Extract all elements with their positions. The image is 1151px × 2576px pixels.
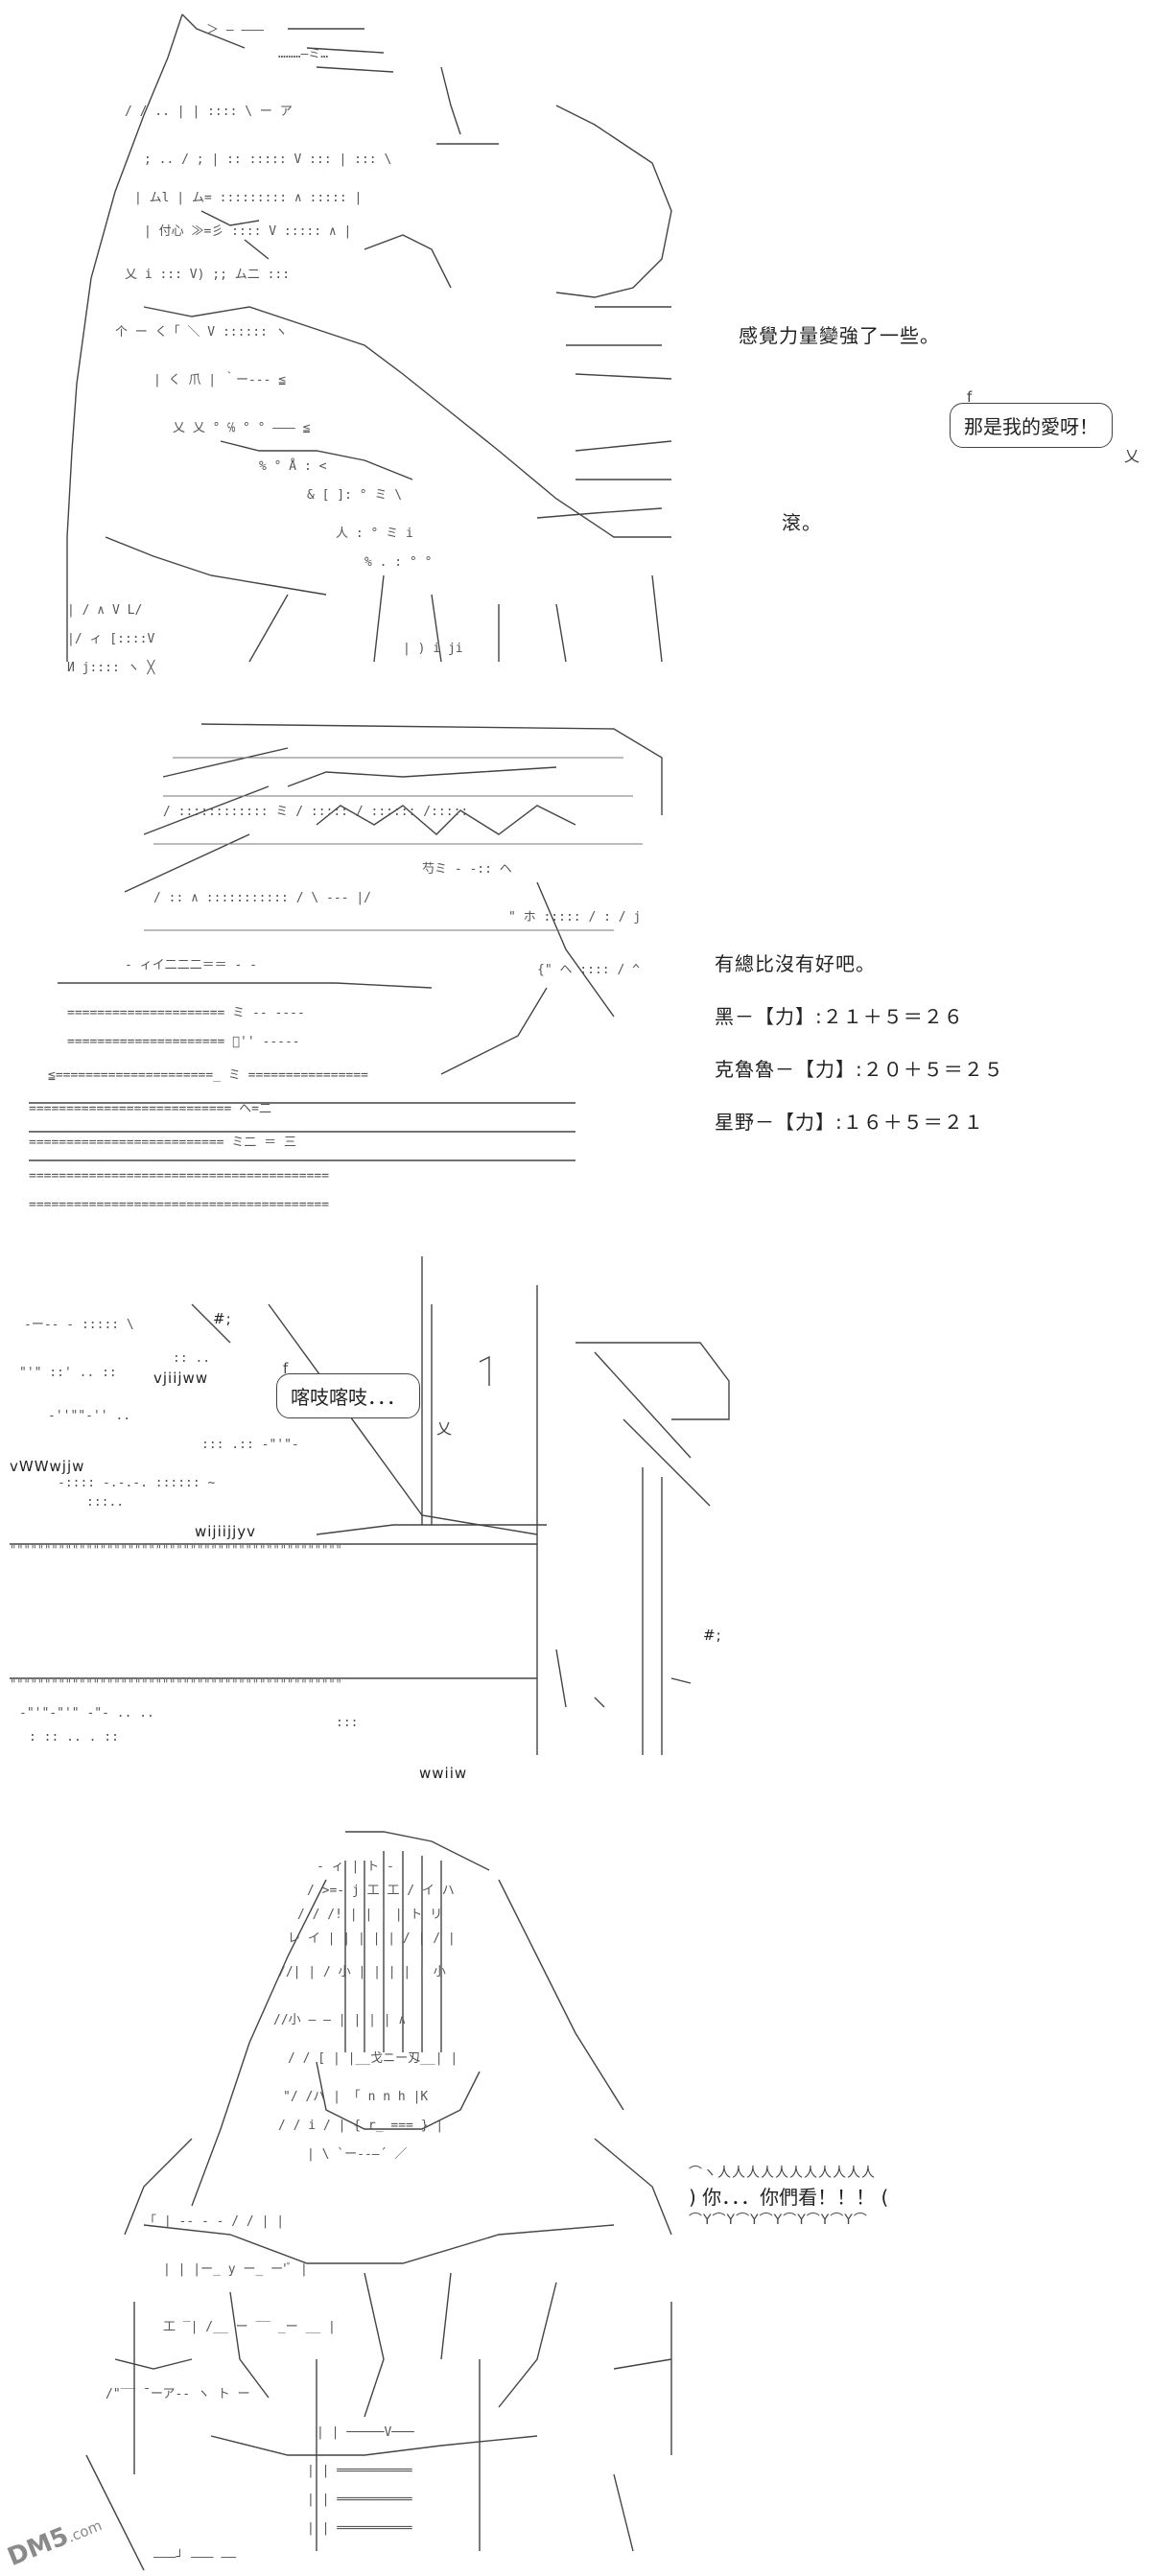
panel-2: / :::::::::::: ミ / ::::: / :::::: /:::::… (0, 700, 1151, 1256)
svg-text:-"'"-"'" -"- .. ..: -"'"-"'" -"- .. .. (19, 1706, 154, 1721)
svg-text:个 ー く「 ＼ V :::::: ヽ: 个 ー く「 ＼ V :::::: ヽ (115, 325, 288, 340)
svg-text:| ) i ji: | ) i ji (403, 642, 463, 656)
svg-text:レ イ | | | | | / | / |: レ イ | | | | | / | / | (288, 1932, 456, 1946)
shout-spikes-top: ⌒ヽ人人人人人人人人人人人 (689, 2166, 876, 2181)
svg-text:"'" ::' .. ::: "'" ::' .. :: (19, 1366, 117, 1380)
svg-text:人 : ° ミ i: 人 : ° ミ i (336, 527, 413, 541)
svg-text:===================== ﾞ'' ----: ===================== ﾞ'' ----- (67, 1035, 300, 1049)
aside-text: 滾。 (782, 511, 822, 534)
svg-text:≦=====================_ ミ ====: ≦=====================_ ミ ==============… (48, 1068, 368, 1083)
svg-text:/ / .. | | :::: \ ー ア: / / .. | | :::: \ ー ア (125, 105, 293, 119)
shout-text: 你．．．你們看！！！ (702, 2186, 876, 2209)
svg-text:::: .:: -"'"-: ::: .:: -"'"- (201, 1438, 299, 1452)
svg-text:-''""-'' ..: -''""-'' .. (48, 1409, 130, 1423)
shout-bubble: ⌒ヽ人人人人人人人人人人人 ) 你．．．你們看！！！ ( ⌒Y⌒Y⌒Y⌒Y⌒Y⌒… (689, 2163, 888, 2229)
speech-bubble: 那是我的愛呀！ (950, 403, 1113, 448)
svg-text:========================== ミ二: ========================== ミ二 ＝ 三 (29, 1136, 296, 1150)
svg-text::: ..: :: .. (173, 1351, 210, 1366)
svg-text:% ° Å : <: % ° Å : < (259, 458, 327, 474)
sfx-text-5: #; (213, 1310, 232, 1327)
svg-text:| く 爪 | ｀ー--- ≦: | く 爪 | ｀ー--- ≦ (153, 371, 286, 387)
svg-text:|/ ィ [::::V: |/ ィ [::::V (67, 632, 154, 646)
stat-line-kuro: 黑－【力】:２１＋５＝２６ (715, 1005, 964, 1028)
svg-text:「 | -- - - / / | |: 「 | -- - - / / | | (144, 2214, 284, 2229)
panel-3: -ー-- - ::::: \ "'" ::' .. :: -''""-'' ..… (0, 1247, 1151, 1803)
narration-text-2: 有總比沒有好吧。 (715, 952, 876, 975)
svg-text:| ムl | ム= ::::::::: ∧ ::::: |: | ムl | ム= ::::::::: ∧ ::::: | (134, 191, 362, 205)
svg-text:& [ ]: ° ミ \: & [ ]: ° ミ \ (307, 488, 402, 503)
sfx-text-6: #; (703, 1627, 722, 1644)
svg-text:- ィ | ト -: - ィ | ト - (317, 1860, 394, 1874)
svg-text:＞ ― ―――: ＞ ― ――― (206, 23, 264, 37)
svg-text:乂 乂 ° ℅ ° ° ——— ≦: 乂 乂 ° ℅ ° ° ——— ≦ (173, 421, 311, 435)
svg-text:/ / [ | |__戈ニー刄__| |: / / [ | |__戈ニー刄__| | (288, 2051, 458, 2066)
svg-text:==============================: ======================================== (29, 1169, 329, 1183)
svg-text:" ホ ::::: / : / j: " ホ ::::: / : / j (508, 910, 641, 925)
sfx-text-3: wijiijjyv (195, 1523, 257, 1540)
svg-text:/"‾‾ ̄ ーア-- ヽ ト ー: /"‾‾ ̄ ーア-- ヽ ト ー (106, 2387, 250, 2401)
ascii-art-figure-2: / :::::::::::: ミ / ::::: / :::::: /:::::… (29, 723, 663, 1212)
svg-text:{" ヘ :::: / ^: {" ヘ :::: / ^ (537, 963, 640, 977)
svg-text::::..: :::.. (86, 1495, 124, 1510)
speech-tail-icon: 乂 (1124, 447, 1140, 465)
svg-text:=========================== ヘ=: =========================== ヘ=二 (29, 1102, 271, 1116)
svg-text:| 付心 ≫=彡 :::: V ::::: ∧ |: | 付心 ≫=彡 :::: V ::::: ∧ | (144, 224, 351, 239)
svg-text:"/ /ハ | 「 n n h |K: "/ /ハ | 「 n n h |K (283, 2090, 428, 2104)
ascii-art-figure-4: - ィ | ト - / >=- j 工 工 / イ ハ / / /! | | |… (85, 1831, 672, 2571)
svg-text:% . : ° °: % . : ° ° (364, 555, 432, 570)
svg-text:———┘ ——— ——: ———┘ ——— —— (153, 2548, 236, 2564)
svg-text://| | / 小 | | | | | 小: //| | / 小 | | | | | 小 (278, 1965, 446, 1979)
speech-mark-f: f (283, 1360, 289, 1377)
svg-text:………―ミ…: ………―ミ… (278, 47, 328, 61)
speech-bubble: 喀吱喀吱．．． (276, 1373, 420, 1418)
speech-text: 那是我的愛呀！ (964, 415, 1098, 438)
sfx-text-4: wwiiw (419, 1765, 468, 1782)
panel-1: ＞ ― ――― ………―ミ… / / .. | | :::: \ ー ア ; .… (0, 0, 1151, 691)
svg-text:И j:::: ヽ ╳: И j:::: ヽ ╳ (67, 659, 155, 675)
svg-text:/ >=- j 工 工 / イ ハ: / >=- j 工 工 / イ ハ (307, 1884, 455, 1898)
svg-text:- ィイ二二二＝＝ - -: - ィイ二二二＝＝ - - (125, 958, 257, 972)
svg-text:/ :::::::::::: ミ / ::::: / :::: / :::::::::::: ミ / ::::: / :::::: /::::: (163, 805, 468, 819)
svg-text:| | ══════════: | | ══════════ (307, 2493, 412, 2507)
svg-text:/ / /! | | | | ト リ: / / /! | | | | ト リ (297, 1908, 442, 1922)
svg-text:: :: .. . ::: : :: .. . :: (29, 1730, 119, 1745)
shout-left-icon: ) (689, 2186, 696, 2209)
svg-text:/ / i / | { r_ === } |: / / i / | { r_ === } | (278, 2119, 443, 2133)
svg-text:"""""""""""""""""""""""""""""": """"""""""""""""""""""""""""""""""""""""… (10, 1677, 342, 1691)
svg-text:"""""""""""""""""""""""""""""": """"""""""""""""""""""""""""""""""""""""… (10, 1543, 342, 1557)
svg-text:; .. / ; | :: ::::: V ::: | :: ; .. / ; | :: ::::: V ::: | ::: \ (144, 152, 391, 167)
svg-text:/ :: ∧ ::::::::::: / \ --- |: / :: ∧ ::::::::::: / \ --- |/ (153, 891, 371, 905)
svg-text:===================== ミ -- ---: ===================== ミ -- ---- (67, 1006, 305, 1020)
svg-text:-ー-- - ::::: \: -ー-- - ::::: \ (24, 1318, 134, 1332)
svg-text:==============================: ======================================== (29, 1198, 329, 1212)
narration-text: 感覺力量變強了一些。 (739, 324, 940, 347)
svg-text:| | ══════════: | | ══════════ (307, 2464, 412, 2478)
svg-text:| \ `ー--―´ ／: | \ `ー--―´ ／ (307, 2147, 407, 2162)
svg-text:芍ミ - -:: ヘ: 芍ミ - -:: ヘ (422, 861, 512, 877)
speech-text: 喀吱喀吱．．． (291, 1386, 406, 1409)
shout-right-icon: ( (881, 2186, 889, 2209)
svg-text:乂 i ::: V) ;; ム二 :::: 乂 i ::: V) ;; ム二 ::: (125, 268, 290, 282)
ascii-art-scene-3: -ー-- - ::::: \ "'" ::' .. :: -''""-'' ..… (10, 1256, 730, 1755)
svg-text:工 ‾| /__ ー ‾‾ _ー __ |: 工 ‾| /__ ー ‾‾ _ー __ | (163, 2320, 336, 2334)
svg-text::::: ::: (336, 1716, 358, 1730)
svg-text://小 ― ― | | | | ∧: //小 ― ― | | | | ∧ (273, 2013, 406, 2027)
svg-text:-:::: -.-.-. :::::: ~: -:::: -.-.-. :::::: ~ (58, 1476, 216, 1490)
svg-text:| / ∧ V L/: | / ∧ V L/ (67, 603, 142, 618)
ascii-art-figure-1: ＞ ― ――― ………―ミ… / / .. | | :::: \ ー ア ; .… (66, 13, 672, 675)
panel-4: - ィ | ト - / >=- j 工 工 / イ ハ / / /! | | |… (0, 1822, 1151, 2576)
svg-text:| | ══════════: | | ══════════ (307, 2521, 412, 2536)
sfx-text-1: vjiijww (153, 1370, 209, 1387)
speech-tail-icon: 乂 (436, 1419, 453, 1438)
svg-text:| | |ー_ y ー_ ー'ﾞ |: | | |ー_ y ー_ ー'ﾞ | (163, 2262, 308, 2277)
svg-text:| | ─────V───: | | ─────V─── (317, 2425, 414, 2440)
sfx-text-2: vWWwjjw (10, 1458, 85, 1475)
speech-mark-f: f (967, 388, 973, 406)
shout-spikes-bottom: ⌒Y⌒Y⌒Y⌒Y⌒Y⌒Y⌒Y⌒ (689, 2213, 868, 2228)
stat-line-hoshino: 星野－【力】:１６＋５＝２１ (715, 1111, 984, 1134)
stat-line-kururu: 克魯魯－【力】:２０＋５＝２５ (715, 1058, 1004, 1081)
